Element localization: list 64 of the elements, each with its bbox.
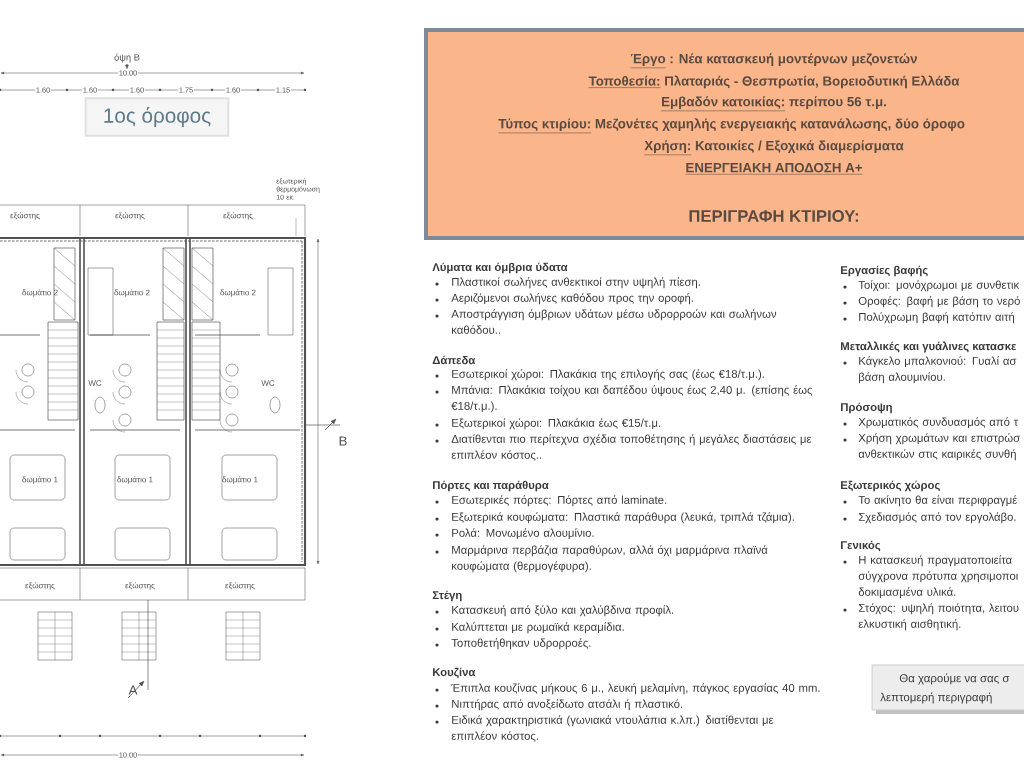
bullet-text: Εσωτερικές πόρτες: Πόρτες από laminate. bbox=[452, 495, 667, 507]
section-heading: Πόρτες και παράθυρα bbox=[433, 480, 549, 492]
bullet-text: Χρωματικός συνδυασμός από τ bbox=[858, 417, 1019, 429]
room-label: εξώστης bbox=[10, 212, 40, 220]
bullet-text: Εξωτερικοί χώροι: Πλακάκια έως €15/τ.μ. bbox=[452, 418, 661, 430]
bullet-text: Μπάνια: Πλακάκια τοίχου και δαπέδου ύψους έως 2,40 μ. (επίσης έως €18/τ.μ.). bbox=[451, 385, 813, 413]
bullet-text: Κατασκευή από ξύλο και χαλύβδινα προφίλ. bbox=[452, 605, 674, 617]
info-panel bbox=[424, 28, 1024, 240]
bullet-text: Αεριζόμενοι σωλήνες καθόδου προς την οροφή. bbox=[451, 293, 693, 305]
section-marker: A bbox=[128, 685, 138, 695]
section-heading: Εργασίες βαφής bbox=[841, 265, 928, 277]
section-heading: Κουζίνα bbox=[433, 667, 476, 679]
section-heading: Στέγη bbox=[432, 590, 462, 602]
section-heading: Πρόσοψη bbox=[841, 402, 892, 414]
bullet-text: Αποστράγγιση όμβριων υδάτων μέσω υδρορροών και σωλήνων καθόδου.. bbox=[451, 309, 777, 334]
section-title: ΠΕΡΙΓΡΑΦΗ ΚΤΙΡΙΟΥ: bbox=[689, 210, 859, 222]
bullet-text: Έπιπλα κουζίνας μήκους 6 μ., λευκή μελαμίνη, πάγκος εργασίας 40 mm. bbox=[451, 683, 820, 695]
project-info-line: Έργο : Νέα κατασκευή μοντέρνων μεζονετών bbox=[630, 53, 917, 69]
bullet-text: Το ακίνητο θα είναι περιφραγμέ bbox=[858, 495, 1018, 507]
section-heading: Δάπεδα bbox=[432, 355, 476, 365]
bullet-text: Τοποθετήθηκαν υδρορροές. bbox=[451, 638, 591, 650]
room-label: εξώστης bbox=[225, 582, 255, 590]
project-info-line: Τύπος κτιρίου: Μεζονέτες χαμηλής ενεργειακής κατανάλωσης, δύο όροφο bbox=[498, 118, 965, 134]
bullet-text: Κάγκελο μπαλκονιού: Γυαλί ασ βάση αλουμινίου. bbox=[859, 356, 1017, 384]
bullet-text: Μαρμάρινα περβάζια παραθύρων, αλλά όχι μαρμάρινα πλαϊνά κουφώματα (θερμογέφυρα). bbox=[452, 545, 768, 573]
project-info-line: Τοποθεσία: Πλαταριάς - Θεσπρωτία, Βορειοδυτική Ελλάδα bbox=[588, 75, 960, 89]
room-label: εξώστης bbox=[223, 212, 253, 220]
contact-box: Θα χαρούμε να σας σ λεπτομερή περιγραφή bbox=[871, 664, 1024, 714]
section-heading: Λύματα και όμβρια ύδατα bbox=[432, 262, 568, 274]
bullet-text: Οροφές: βαφή με βάση το νερό bbox=[858, 296, 1020, 308]
room-label: εξώστης bbox=[125, 582, 155, 590]
bullet-text: Τοίχοι: μονόχρωμοι με συνθετικ bbox=[858, 280, 1020, 292]
energy-rating: ΕΝΕΡΓΕΙΑΚΗ ΑΠΟΔΟΣΗ Α+ bbox=[685, 162, 863, 175]
project-info-line: Χρήση: Κατοικίες / Εξοχικά διαμερίσματα bbox=[644, 140, 904, 156]
room-label: εξώστης bbox=[25, 582, 55, 590]
bullet-text: Χρήση χρωμάτων και επιστρώσ ανθεκτικών στις καιρικές συνθή bbox=[858, 433, 1020, 461]
room-label: εξώστης bbox=[115, 212, 145, 220]
bullet-text: Σχεδιασμός από τον εργολάβο. bbox=[858, 512, 1016, 524]
bullet-text: Ειδικά χαρακτηριστικά (γωνιακά ντουλάπια κ.λπ.) διατίθενται με επιπλέον κόστος. bbox=[451, 715, 774, 742]
section-heading: Μεταλλικές και γυάλινες κατασκε bbox=[841, 341, 1017, 353]
bullet-text: Διατίθενται πιο περίτεχνα σχέδια τοποθέτησης ή μεγάλες διαστάσεις με επιπλέον κόστος.. bbox=[451, 434, 812, 461]
section-heading: Γενικός bbox=[841, 540, 881, 552]
bullet-text: Ρολά: Μονωμένο αλουμίνιο. bbox=[452, 528, 594, 539]
view-label: όψη Β bbox=[114, 53, 140, 63]
room-label: δωμάτιο 1 bbox=[117, 476, 153, 484]
floor-label: 1ος όροφος bbox=[84, 97, 230, 137]
bullet-text: Πολύχρωμη βαφή κατόπιν αιτή bbox=[859, 312, 1015, 324]
room-label: WC bbox=[261, 380, 275, 386]
bullet-text: Η κατασκευή πραγματοποιείτα σύγχρονα πρότυπα χρησιμοποι δοκιμασμένα υλικά. bbox=[858, 555, 1018, 598]
room-label: δωμάτιο 2 bbox=[220, 289, 256, 297]
room-label: WC bbox=[88, 380, 102, 386]
room-label: δωμάτιο 2 bbox=[22, 289, 58, 297]
bullet-text: Εξωτερικά κουφώματα: Πλαστικά παράθυρα (λευκά, τριπλά τζάμια). bbox=[452, 512, 794, 524]
bullet-text: Νιπτήρας από ανοξείδωτο ατσάλι ή πλαστικό. bbox=[452, 699, 683, 711]
section-heading: Εξωτερικός χώρος bbox=[841, 480, 940, 492]
project-info-line: Εμβαδόν κατοικίας: περίπου 56 τ.μ. bbox=[660, 96, 886, 112]
room-label: δωμάτιο 1 bbox=[22, 476, 58, 484]
bullet-text: Καλύπτεται με ρωμαϊκά κεραμίδια. bbox=[452, 622, 624, 634]
bullet-text: Στόχος: υψηλή ποιότητα, λειτου ελκυστική αισθητική. bbox=[858, 603, 1019, 631]
bullet-text: Πλαστικοί σωλήνες ανθεκτικοί στην υψηλή πίεση. bbox=[452, 277, 700, 289]
section-marker: B bbox=[339, 436, 347, 446]
bullet-text: Εσωτερικοί χώροι: Πλακάκια της επιλογής σας (έως €18/τ.μ.). bbox=[452, 369, 764, 381]
room-label: δωμάτιο 2 bbox=[114, 289, 150, 297]
room-label: δωμάτιο 1 bbox=[222, 476, 258, 484]
